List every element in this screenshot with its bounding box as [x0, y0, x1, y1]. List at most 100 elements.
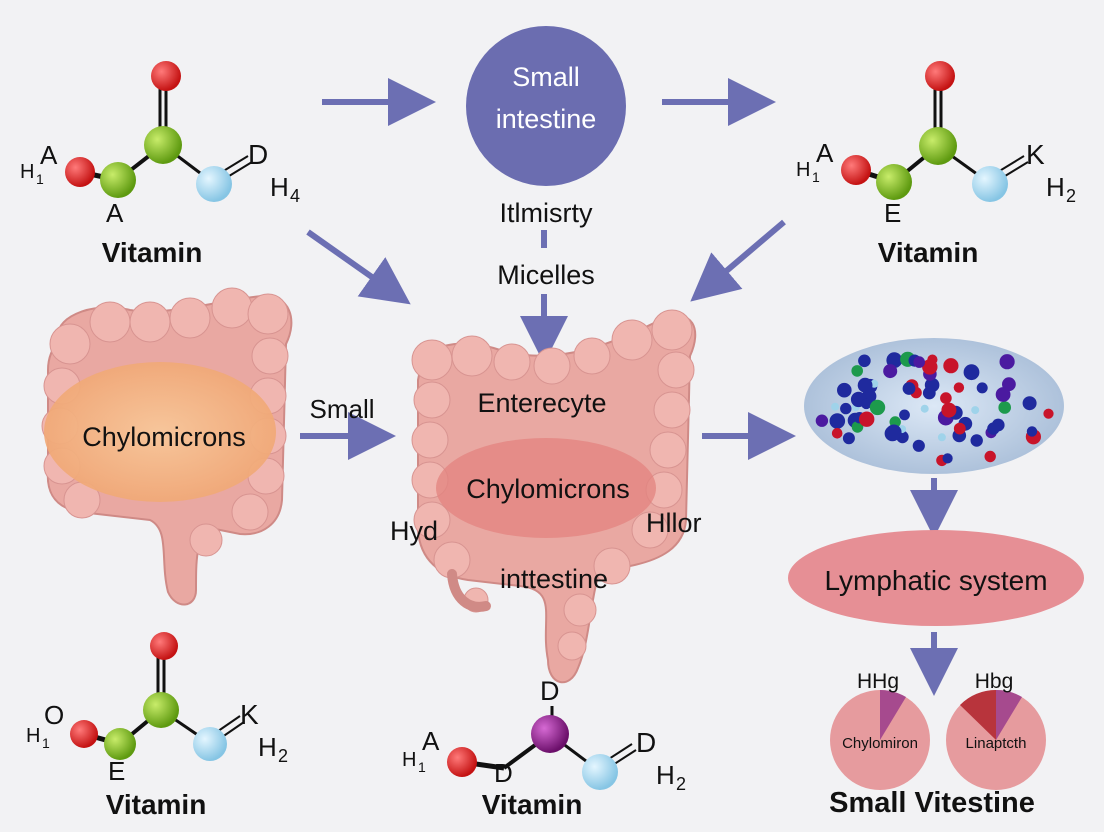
particle-dot [970, 434, 983, 447]
atom-label-h: H [20, 161, 34, 183]
carbon-atom [144, 126, 182, 164]
carbon-atom [143, 692, 179, 728]
atom-label-right: K [240, 699, 259, 730]
particle-dot [837, 382, 852, 398]
vitamin-caption: Vitamin [106, 789, 207, 820]
small-intestine-node: Small intestine [466, 26, 626, 186]
particle-dot [941, 402, 957, 418]
atom-label-h-sub: 1 [36, 171, 44, 187]
label-hllor: Hllor [646, 508, 702, 538]
lymphatic-system-node: Lymphatic system [788, 530, 1084, 626]
particle-dot [1022, 396, 1037, 411]
label-small-arrow: Small [309, 394, 374, 424]
particle-dot [912, 439, 925, 452]
particle-dot [1043, 408, 1054, 419]
particle-dot [831, 428, 843, 439]
label-itlmisrty: Itlmisrty [500, 198, 593, 228]
vitamin-molecule-top-right: H 1 A E K H 2 Vitamin [796, 61, 1076, 268]
vitamin-caption: Vitamin [102, 237, 203, 268]
atom-label-h-sub: 1 [812, 169, 820, 185]
particle-dot [851, 421, 864, 433]
particle-dot [971, 406, 980, 415]
particle-dot [920, 404, 929, 413]
label-hyd: Hyd [390, 516, 438, 546]
pie-left: HHg Chylomiron [830, 670, 930, 790]
oxygen-atom [151, 61, 181, 91]
particle-dot [995, 387, 1011, 402]
particle-dot [815, 414, 829, 427]
oxygen-atom [447, 747, 477, 777]
oxygen-atom [925, 61, 955, 91]
hydrogen-atom [972, 166, 1008, 202]
particle-dot [840, 402, 852, 415]
oxygen-atom [150, 632, 178, 660]
particle-dot [899, 409, 910, 421]
particle-dot [922, 386, 936, 400]
large-intestine-left: Chylomicrons [41, 287, 293, 606]
atom-label-bottom: E [884, 198, 901, 228]
particle-dot [942, 453, 953, 464]
particle-dot [987, 422, 1000, 435]
particle-dot [953, 422, 966, 435]
atom-label-h: H [402, 749, 416, 771]
particle-dot [883, 364, 898, 379]
atom-label-bottom: A [106, 198, 124, 228]
atom-label-right: D [636, 727, 656, 758]
particle-dot [953, 382, 965, 393]
atom-label-top: D [540, 676, 560, 706]
particle-dot [963, 364, 980, 381]
flow-arrows [300, 78, 958, 696]
pie-left-title: HHg [857, 670, 899, 693]
particle-dot [857, 377, 873, 393]
carbon-atom [104, 728, 136, 760]
particle-dot [998, 401, 1011, 414]
label-chylomicrons-center: Chylomicrons [466, 474, 630, 504]
atom-label-right-sub: 2 [676, 774, 686, 794]
atom-label-right-h: H [656, 760, 675, 790]
atom-label-h: H [26, 725, 40, 747]
particle-dot [829, 413, 846, 429]
hydrogen-atom [193, 727, 227, 761]
label-chylomicrons-left: Chylomicrons [82, 422, 246, 452]
pie-right: Hbg Linaptcth [946, 670, 1046, 790]
atom-label-right-sub: 4 [290, 186, 300, 206]
pie-right-label: Linaptcth [966, 735, 1027, 752]
oxygen-atom [65, 157, 95, 187]
carbon-atom [919, 127, 957, 165]
arrow-diag-right [690, 219, 786, 302]
micelle-particles [804, 338, 1064, 474]
oxygen-atom [70, 720, 98, 748]
particle-dot [976, 382, 988, 394]
particle-dot [831, 402, 840, 411]
atom-label-right-h: H [258, 732, 277, 762]
circle-label-line2: intestine [496, 104, 597, 134]
oxygen-atom [841, 155, 871, 185]
particle-dot [1026, 426, 1038, 437]
particle-dot [913, 356, 925, 368]
central-atom [531, 715, 569, 753]
carbon-atom [876, 164, 912, 200]
vitamin-caption: Vitamin [878, 237, 979, 268]
vitamin-caption: Vitamin [482, 789, 583, 820]
arrow-diag-left [306, 229, 411, 305]
particle-dot [999, 354, 1015, 370]
atom-label-a: O [44, 700, 64, 730]
vitamin-molecule-bottom-left: H 1 O E K H 2 Vitamin [26, 632, 288, 820]
carbon-atom [100, 162, 136, 198]
hydrogen-atom [582, 754, 618, 790]
particle-dot [851, 365, 863, 377]
particle-dot [984, 450, 996, 463]
atom-label-h-sub: 1 [418, 759, 426, 775]
label-enterecyte: Enterecyte [477, 388, 606, 418]
circle-label-line1: Small [512, 62, 580, 92]
particle-dot [842, 432, 855, 445]
atom-label-a: A [40, 140, 58, 170]
atom-label-right: K [1026, 139, 1045, 170]
particle-dot [859, 411, 875, 427]
particle-dot [922, 359, 938, 375]
atom-label-right: D [248, 139, 268, 170]
pie-right-title: Hbg [975, 670, 1014, 693]
particle-dot [869, 399, 886, 416]
